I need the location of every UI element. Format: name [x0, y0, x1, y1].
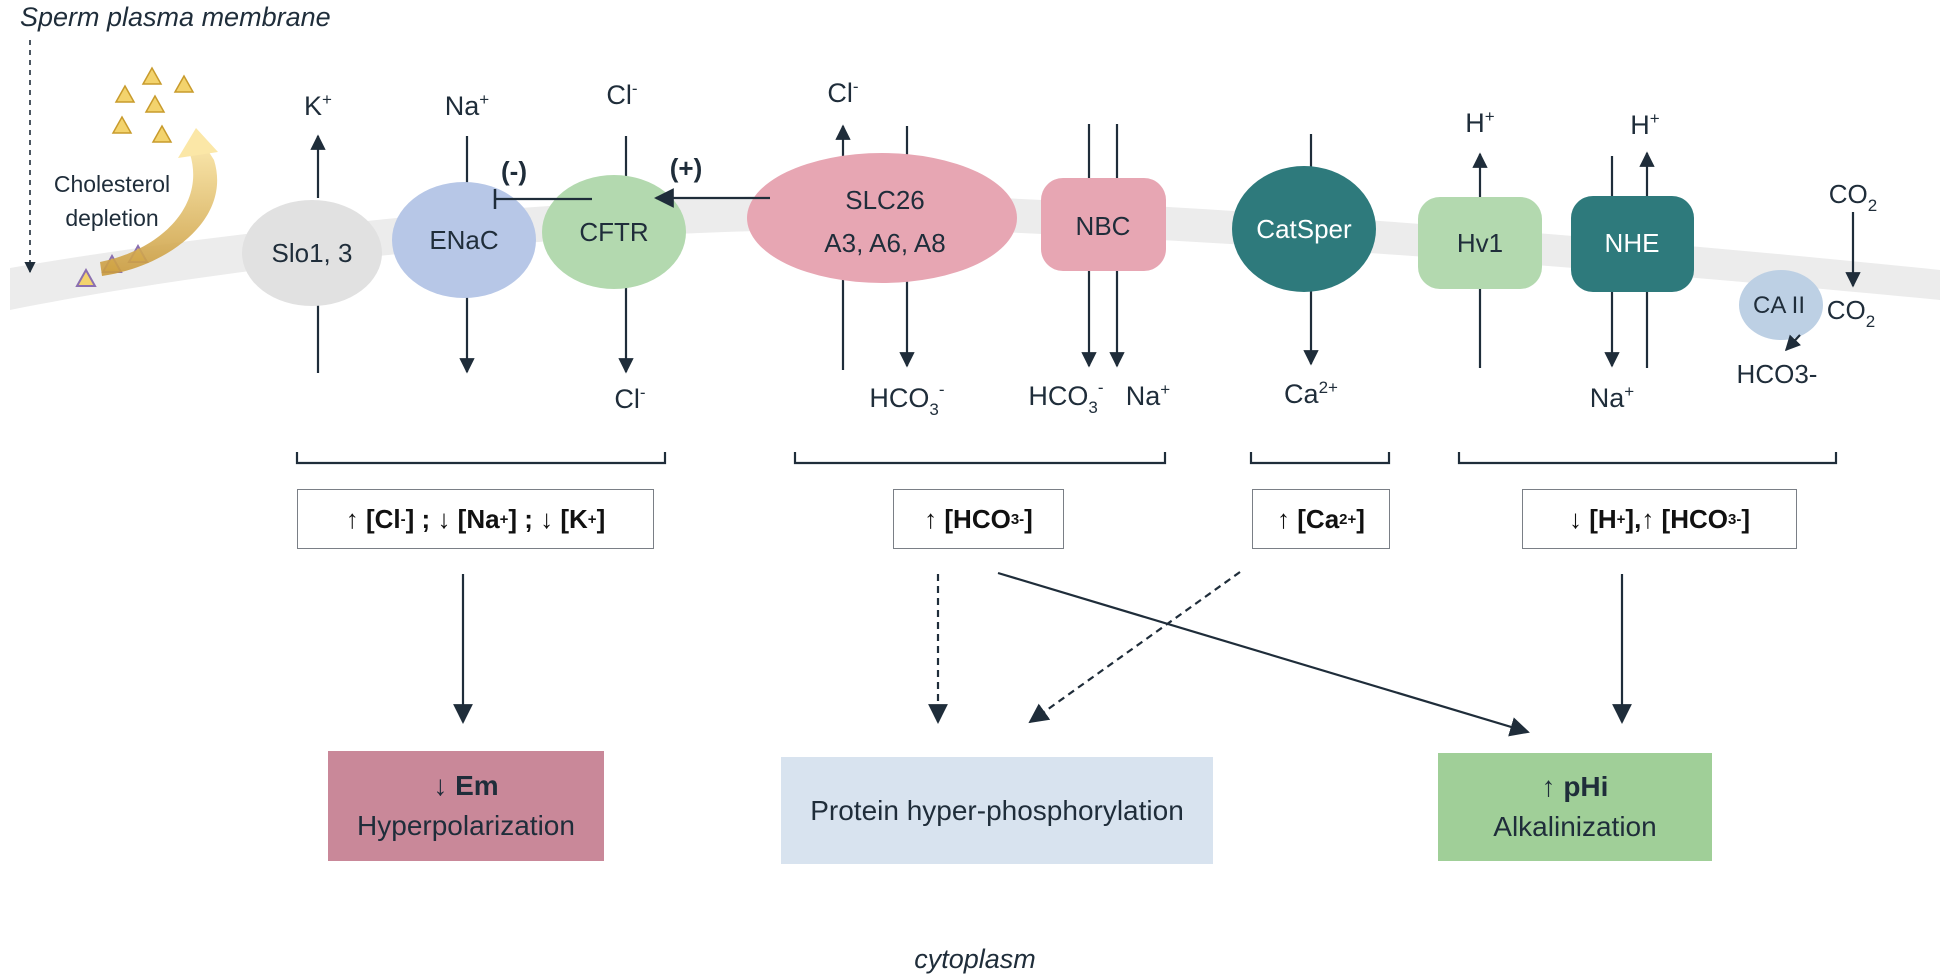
membrane-title: Sperm plasma membrane: [20, 2, 331, 32]
hv1-h-label: H+: [1465, 107, 1495, 138]
hco3-ca-label: HCO3-: [1737, 359, 1818, 389]
down-arrow-glyph: ↓: [437, 503, 451, 534]
co2-right-label: CO2: [1827, 295, 1875, 331]
bracket-1: [295, 452, 667, 465]
down-arrow-glyph: ↓: [433, 770, 448, 801]
effect-box-ions: ↑ [Cl-] ; ↓ [Na+] ; ↓ [K+]: [297, 489, 654, 549]
enac-label: ENaC: [429, 225, 498, 255]
up-arrow-glyph: ↑: [1541, 771, 1556, 802]
effect-sup: +: [499, 510, 509, 528]
catsper-label: CatSper: [1256, 214, 1352, 244]
slc26-channel: [747, 153, 1017, 283]
cytoplasm-label: cytoplasm: [914, 944, 1036, 974]
slo-channel: [242, 200, 382, 306]
cl-bottom-label: Cl-: [614, 383, 645, 414]
slc-cl-label: Cl-: [827, 77, 858, 108]
cholesterol-triangles: [111, 66, 195, 143]
slc26-label-line2: A3, A6, A8: [824, 228, 945, 258]
effect-text: ]: [1356, 503, 1365, 534]
effect-text: [Ca: [1297, 503, 1340, 534]
co2-top-label: CO2: [1829, 179, 1877, 215]
effect-sub: 3: [1727, 510, 1737, 528]
hv1-label: Hv1: [1457, 228, 1503, 258]
bracket-2: [793, 452, 1167, 465]
hv1-channel: [1418, 197, 1542, 289]
cl-top-label: Cl-: [606, 79, 637, 110]
nbc-na-label: Na+: [1126, 380, 1171, 411]
effect-text: [H: [1589, 503, 1617, 534]
effect-text: ],: [1625, 503, 1642, 534]
effect-sup: -: [1019, 510, 1025, 528]
up-arrow-glyph: ↑: [1277, 503, 1291, 534]
outcome-hyperpolarization: ↓ Em Hyperpolarization: [328, 751, 604, 861]
effect-sup: -: [400, 510, 406, 528]
bracket-4: [1457, 452, 1838, 465]
effect-text: [HCO: [944, 503, 1011, 534]
ca2-arrow: [1784, 334, 1802, 352]
ca2-enzyme: [1739, 270, 1823, 340]
protein-label: Protein hyper-phosphorylation: [810, 794, 1184, 826]
effect-sup: 2+: [1339, 510, 1357, 528]
phi-label: pHi: [1563, 771, 1609, 802]
effect-text: ] ;: [508, 503, 533, 534]
ca2-label: CA II: [1753, 292, 1805, 319]
up-arrow-glyph: ↑: [345, 503, 359, 534]
up-arrow-glyph: ↑: [1641, 503, 1655, 534]
phi-desc: Alkalinization: [1493, 811, 1657, 842]
effect-text: [Na: [457, 503, 500, 534]
effect-sup: -: [1736, 510, 1742, 528]
k-top-label: K+: [304, 90, 332, 121]
cholesterol-label-line1: Cholesterol: [54, 171, 170, 197]
effect-text: ]: [1024, 503, 1033, 534]
slo-label: Slo1, 3: [272, 238, 353, 268]
catsper-channel: [1232, 166, 1376, 292]
em-label: Em: [455, 770, 499, 801]
phi-line: ↑ pHi: [1542, 767, 1609, 807]
inhibit-label: (-): [501, 156, 527, 186]
cholesterol-arrow-head: [178, 128, 218, 158]
nhe-h-label: H+: [1630, 109, 1660, 140]
up-arrow-glyph: ↑: [924, 503, 938, 534]
nhe-na-label: Na+: [1590, 382, 1635, 413]
effect-text: [Cl: [365, 503, 401, 534]
bracket-3: [1249, 452, 1391, 465]
effect-sub: 3: [1010, 510, 1020, 528]
nhe-channel: [1571, 196, 1694, 292]
slc-hco3-label: HCO3-: [869, 380, 944, 419]
effect-text: ] ;: [405, 503, 431, 534]
effect-text: [K: [560, 503, 588, 534]
nbc-channel: [1041, 178, 1166, 271]
nhe-label: NHE: [1605, 228, 1660, 258]
down-arrow-glyph: ↓: [1568, 503, 1582, 534]
slc26-label-line1: SLC26: [845, 185, 925, 215]
activate-label: (+): [670, 153, 703, 183]
em-desc: Hyperpolarization: [357, 810, 575, 841]
em-line: ↓ Em: [433, 766, 498, 806]
arrow-box3-to-protein: [1028, 571, 1241, 724]
down-arrow-glyph: ↓: [540, 503, 554, 534]
effect-text: [HCO: [1661, 503, 1728, 534]
effect-sup: +: [587, 510, 597, 528]
outcome-alkalinization: ↑ pHi Alkalinization: [1438, 753, 1712, 861]
effect-sup: +: [1616, 510, 1626, 528]
nbc-label: NBC: [1076, 211, 1131, 241]
cholesterol-label-line2: depletion: [65, 205, 158, 231]
nbc-hco3-label: HCO3-: [1028, 378, 1103, 417]
ca-label: Ca2+: [1284, 378, 1338, 409]
cftr-label: CFTR: [579, 217, 648, 247]
na-top-label: Na+: [445, 90, 490, 121]
effect-text: ]: [1741, 503, 1750, 534]
effect-text: ]: [596, 503, 606, 534]
arrow-box2-to-phi: [997, 571, 1530, 737]
enac-channel: [392, 182, 536, 298]
outcome-protein-phosphorylation: Protein hyper-phosphorylation: [781, 757, 1213, 864]
cftr-channel: [542, 175, 686, 289]
